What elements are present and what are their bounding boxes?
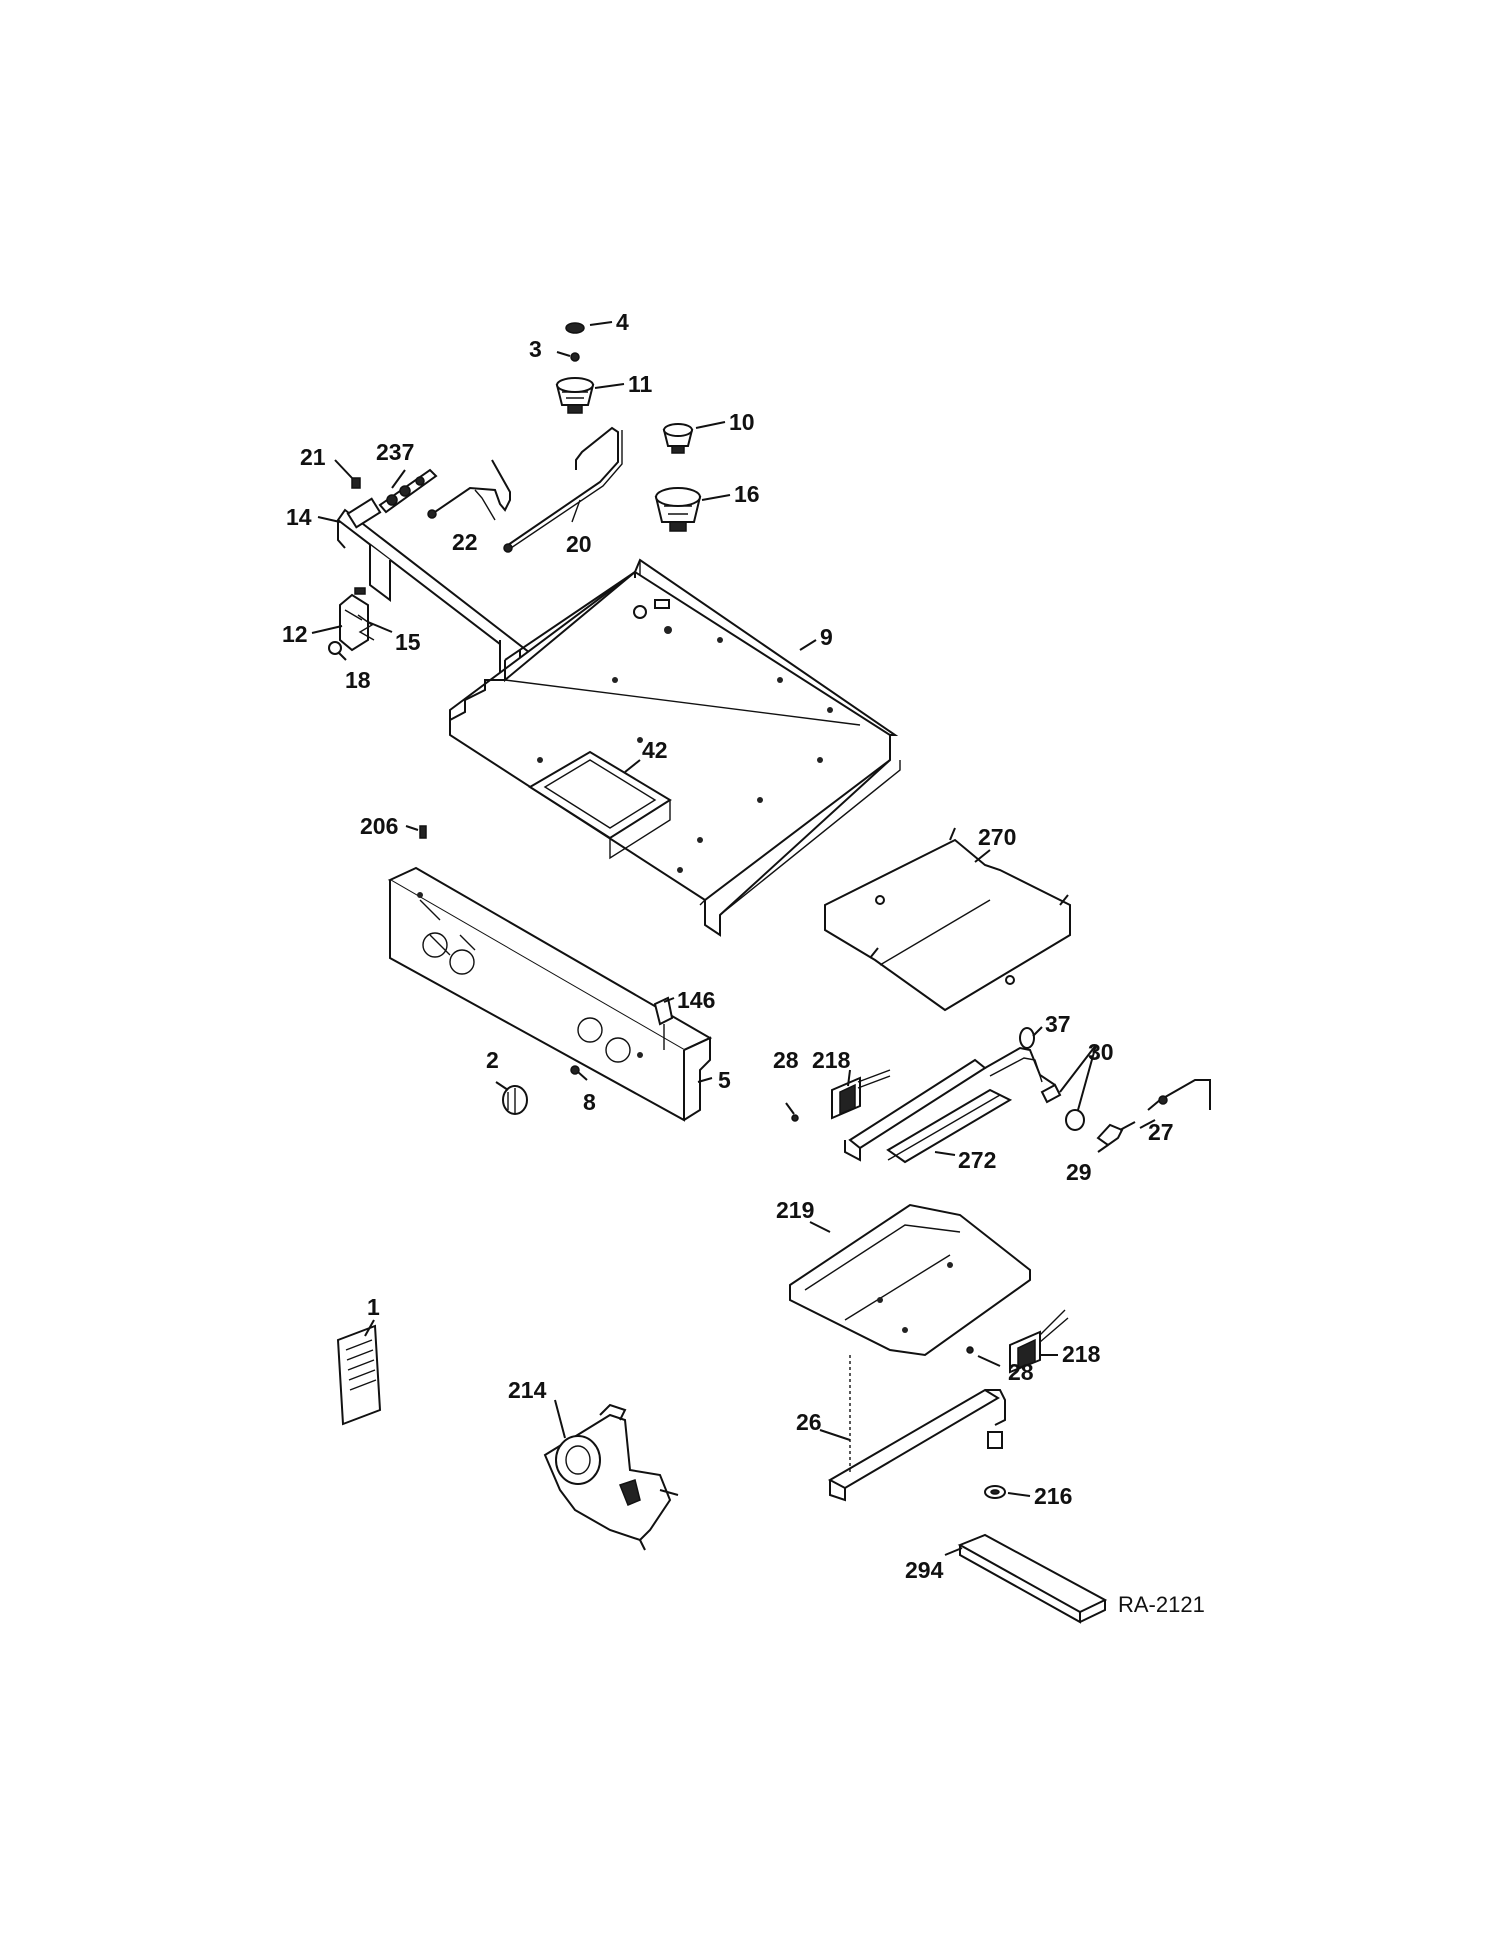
part-272-burner [844, 1046, 1056, 1164]
callout-2: 2 [486, 1047, 499, 1073]
callout-11: 11 [628, 371, 653, 397]
part-20-tube [503, 426, 623, 553]
callout-219: 219 [776, 1197, 814, 1223]
callout-218-bottom: 218 [1062, 1341, 1101, 1367]
callout-5: 5 [718, 1067, 731, 1093]
callout-16: 16 [734, 481, 760, 507]
part-orifice-small [354, 587, 366, 595]
callout-28-top: 28 [773, 1047, 799, 1073]
callout-18: 18 [345, 667, 371, 693]
part-11-burner [555, 377, 595, 414]
part-218-igniter-top [831, 1069, 891, 1120]
part-218-igniter-bottom [1009, 1309, 1069, 1374]
callout-28-bottom: 28 [1008, 1359, 1034, 1385]
callout-37: 37 [1045, 1011, 1071, 1037]
callout-21: 21 [300, 444, 326, 470]
callout-10: 10 [729, 409, 755, 435]
callout-218-top: 218 [812, 1047, 851, 1073]
part-237-valve [378, 468, 438, 514]
part-29-elbow [1096, 1121, 1136, 1147]
callout-20: 20 [566, 531, 592, 557]
part-12-bracket [339, 593, 369, 652]
callout-206: 206 [360, 813, 398, 839]
callout-29: 29 [1066, 1159, 1092, 1185]
callout-15: 15 [395, 629, 421, 655]
part-10-burner [662, 423, 694, 454]
callout-12b: 12 [282, 621, 308, 647]
callout-42: 42 [642, 737, 668, 763]
part-28-screw-bottom [966, 1346, 974, 1354]
callout-27: 27 [1148, 1119, 1174, 1145]
part-206-screw [419, 825, 427, 839]
part-26-bake-burner [827, 1355, 1006, 1502]
part-15-spring [357, 614, 375, 641]
leader-lines [311, 321, 1156, 1556]
part-214-valve [543, 1403, 679, 1551]
callouts: 4 3 11 10 16 21 237 14 22 20 12 12 15 18… [282, 309, 1205, 1617]
part-3-screw [570, 352, 580, 362]
part-2-knob [502, 1085, 528, 1115]
callout-9: 9 [820, 624, 833, 650]
part-30-orifice [1040, 1083, 1085, 1131]
part-294-bracket [957, 1533, 1108, 1624]
callout-4: 4 [616, 309, 629, 335]
callout-26: 26 [796, 1409, 822, 1435]
callout-237: 237 [376, 439, 414, 465]
callout-3: 3 [529, 336, 542, 362]
part-21-screw [351, 477, 361, 489]
part-146-clip [653, 996, 674, 1050]
part-42-vent [528, 750, 672, 860]
diagram-code: RA-2121 [1118, 1592, 1205, 1617]
callout-30: 30 [1088, 1039, 1114, 1065]
part-4-cap [565, 322, 585, 334]
part-5-panel [387, 866, 713, 1122]
part-16-burner [654, 487, 702, 532]
part-27-tube [1147, 1079, 1211, 1111]
part-18-nut [328, 641, 342, 655]
part-37-clip [1019, 1027, 1035, 1049]
callout-216b: 216 [1034, 1483, 1072, 1509]
callout-8: 8 [583, 1089, 596, 1115]
part-28-screw-top [791, 1114, 799, 1122]
callout-270: 270 [978, 824, 1016, 850]
part-1-manual [336, 1324, 382, 1426]
part-8-screw [570, 1065, 580, 1075]
part-216-nut [984, 1485, 1006, 1499]
part-9-burner-box [449, 558, 901, 937]
callout-22: 22 [452, 529, 478, 555]
callout-14: 14 [286, 504, 312, 530]
part-270-shield [824, 827, 1071, 1012]
callout-146: 146 [677, 987, 715, 1013]
callout-1: 1 [367, 1294, 380, 1320]
callout-272: 272 [958, 1147, 996, 1173]
part-22-tube [427, 459, 511, 519]
callout-294: 294 [905, 1557, 944, 1583]
callout-214: 214 [508, 1377, 547, 1403]
part-219-shield [789, 1203, 1031, 1357]
